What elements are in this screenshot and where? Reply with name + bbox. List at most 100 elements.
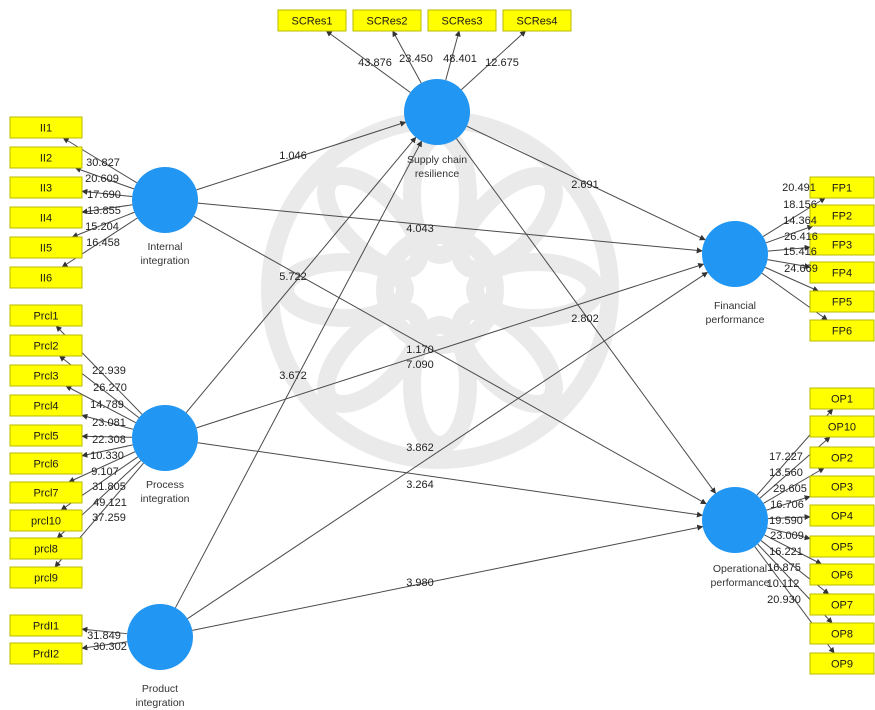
construct-label: Operational [713, 563, 767, 575]
indicator-label: II5 [40, 243, 52, 255]
construct-node-fp[interactable] [702, 221, 768, 287]
construct-node-pr[interactable] [132, 405, 198, 471]
indicator-box-pr-7[interactable] [9, 481, 83, 504]
indicator-box-pd-2[interactable] [9, 642, 83, 665]
loading-value: 29.605 [773, 483, 807, 495]
path-coefficient-pd_fp: 3.862 [406, 442, 434, 454]
loading-value: 10.112 [767, 578, 800, 590]
indicator-box-sc-3[interactable] [427, 9, 497, 32]
path-arrow-ii_fp[interactable] [197, 202, 703, 254]
indicator-box-ii-5[interactable] [9, 236, 83, 259]
indicator-box-fp-5[interactable] [809, 290, 875, 313]
indicator-box-op-3[interactable] [809, 446, 875, 469]
construct-node-ii[interactable] [132, 167, 198, 233]
indicator-label: prcl9 [34, 573, 58, 585]
construct-node-pd[interactable] [127, 604, 193, 670]
indicator-box-op-5[interactable] [809, 504, 875, 527]
indicator-box-op-8[interactable] [809, 593, 875, 616]
path-arrow-pd_fp[interactable] [187, 271, 709, 620]
path-arrow-sc_fp[interactable] [466, 125, 706, 241]
loading-arrow-ii-5 [71, 211, 135, 238]
construct-label: integration [140, 493, 189, 505]
loading-arrow-op-5 [767, 514, 811, 521]
indicator-box-ii-6[interactable] [9, 266, 83, 289]
path-arrow-pr_op[interactable] [197, 442, 703, 518]
loading-arrow-pr-6 [81, 444, 133, 458]
indicator-label: OP7 [831, 600, 853, 612]
path-arrow-sc_op[interactable] [456, 138, 716, 494]
indicator-box-pr-6[interactable] [9, 452, 83, 475]
loading-arrow-ii-4 [81, 204, 133, 215]
indicator-box-pr-8[interactable] [9, 509, 83, 532]
indicator-box-ii-2[interactable] [9, 146, 83, 169]
loading-value: 49.121 [93, 497, 127, 509]
indicator-box-fp-3[interactable] [809, 233, 875, 256]
loading-value: 30.302 [93, 641, 127, 653]
indicator-box-op-2[interactable] [809, 415, 875, 438]
indicator-box-pr-10[interactable] [9, 566, 83, 589]
indicator-label: PrdI2 [33, 649, 59, 661]
indicator-label: OP6 [831, 570, 853, 582]
indicator-box-pr-2[interactable] [9, 334, 83, 357]
construct-node-op[interactable] [702, 487, 768, 553]
loading-value: 23.081 [92, 417, 126, 429]
indicator-box-ii-3[interactable] [9, 176, 83, 199]
loading-value: 22.308 [92, 434, 126, 446]
path-arrow-ii_sc[interactable] [196, 120, 407, 191]
indicator-label: OP4 [831, 511, 853, 523]
path-arrow-pd_op[interactable] [192, 524, 704, 631]
indicator-box-sc-1[interactable] [277, 9, 347, 32]
indicator-box-sc-2[interactable] [352, 9, 422, 32]
indicator-box-fp-1[interactable] [809, 176, 875, 199]
construct-label: resilience [415, 168, 460, 180]
indicator-box-op-7[interactable] [809, 563, 875, 586]
indicator-box-fp-4[interactable] [809, 261, 875, 284]
loading-value: 48.401 [443, 53, 477, 65]
indicator-box-op-6[interactable] [809, 535, 875, 558]
path-arrow-ii_op[interactable] [193, 215, 707, 505]
path-arrow-pr_fp[interactable] [196, 262, 705, 429]
loading-arrow-pr-3 [65, 385, 137, 424]
path-coefficient-ii_fp: 4.043 [406, 223, 434, 235]
loading-value: 15.416 [783, 246, 817, 258]
indicator-box-ii-1[interactable] [9, 116, 83, 139]
loading-value: 23.450 [399, 53, 433, 65]
indicator-label: II4 [40, 213, 52, 225]
indicator-box-ii-4[interactable] [9, 206, 83, 229]
loading-value: 23.009 [770, 530, 804, 542]
loading-value: 16.458 [86, 237, 120, 249]
loading-arrow-fp-1 [762, 197, 826, 238]
indicator-box-fp-6[interactable] [809, 319, 875, 342]
indicator-box-pr-4[interactable] [9, 394, 83, 417]
path-arrow-pd_sc[interactable] [174, 140, 423, 609]
path-coefficient-pr_sc: 5.722 [279, 271, 307, 283]
loading-value: 20.930 [767, 594, 801, 606]
indicator-box-pr-9[interactable] [9, 537, 83, 560]
indicator-box-pr-3[interactable] [9, 364, 83, 387]
loading-arrow-op-4 [766, 495, 811, 511]
loading-value: 26.270 [93, 382, 127, 394]
loading-arrow-fp-5 [764, 266, 819, 292]
indicator-label: FP4 [832, 268, 852, 280]
indicator-label: SCRes1 [292, 16, 333, 28]
indicator-box-op-10[interactable] [809, 652, 875, 675]
indicator-label: Prcl1 [33, 311, 58, 323]
indicator-box-pr-5[interactable] [9, 424, 83, 447]
indicator-box-fp-2[interactable] [809, 204, 875, 227]
path-arrow-pr_sc[interactable] [185, 136, 417, 413]
indicator-box-op-9[interactable] [809, 622, 875, 645]
construct-label: integration [140, 255, 189, 267]
loading-arrow-sc-2 [392, 30, 422, 84]
loading-arrow-fp-4 [767, 259, 811, 270]
loading-value: 14.364 [783, 215, 817, 227]
indicator-box-op-1[interactable] [809, 387, 875, 410]
indicator-box-sc-4[interactable] [502, 9, 572, 32]
indicator-label: OP1 [831, 394, 853, 406]
indicator-label: SCRes3 [442, 16, 483, 28]
indicator-box-op-4[interactable] [809, 475, 875, 498]
indicator-box-pr-1[interactable] [9, 304, 83, 327]
indicator-box-pd-1[interactable] [9, 614, 83, 637]
construct-node-sc[interactable] [404, 79, 470, 145]
loading-arrow-op-3 [763, 467, 825, 504]
